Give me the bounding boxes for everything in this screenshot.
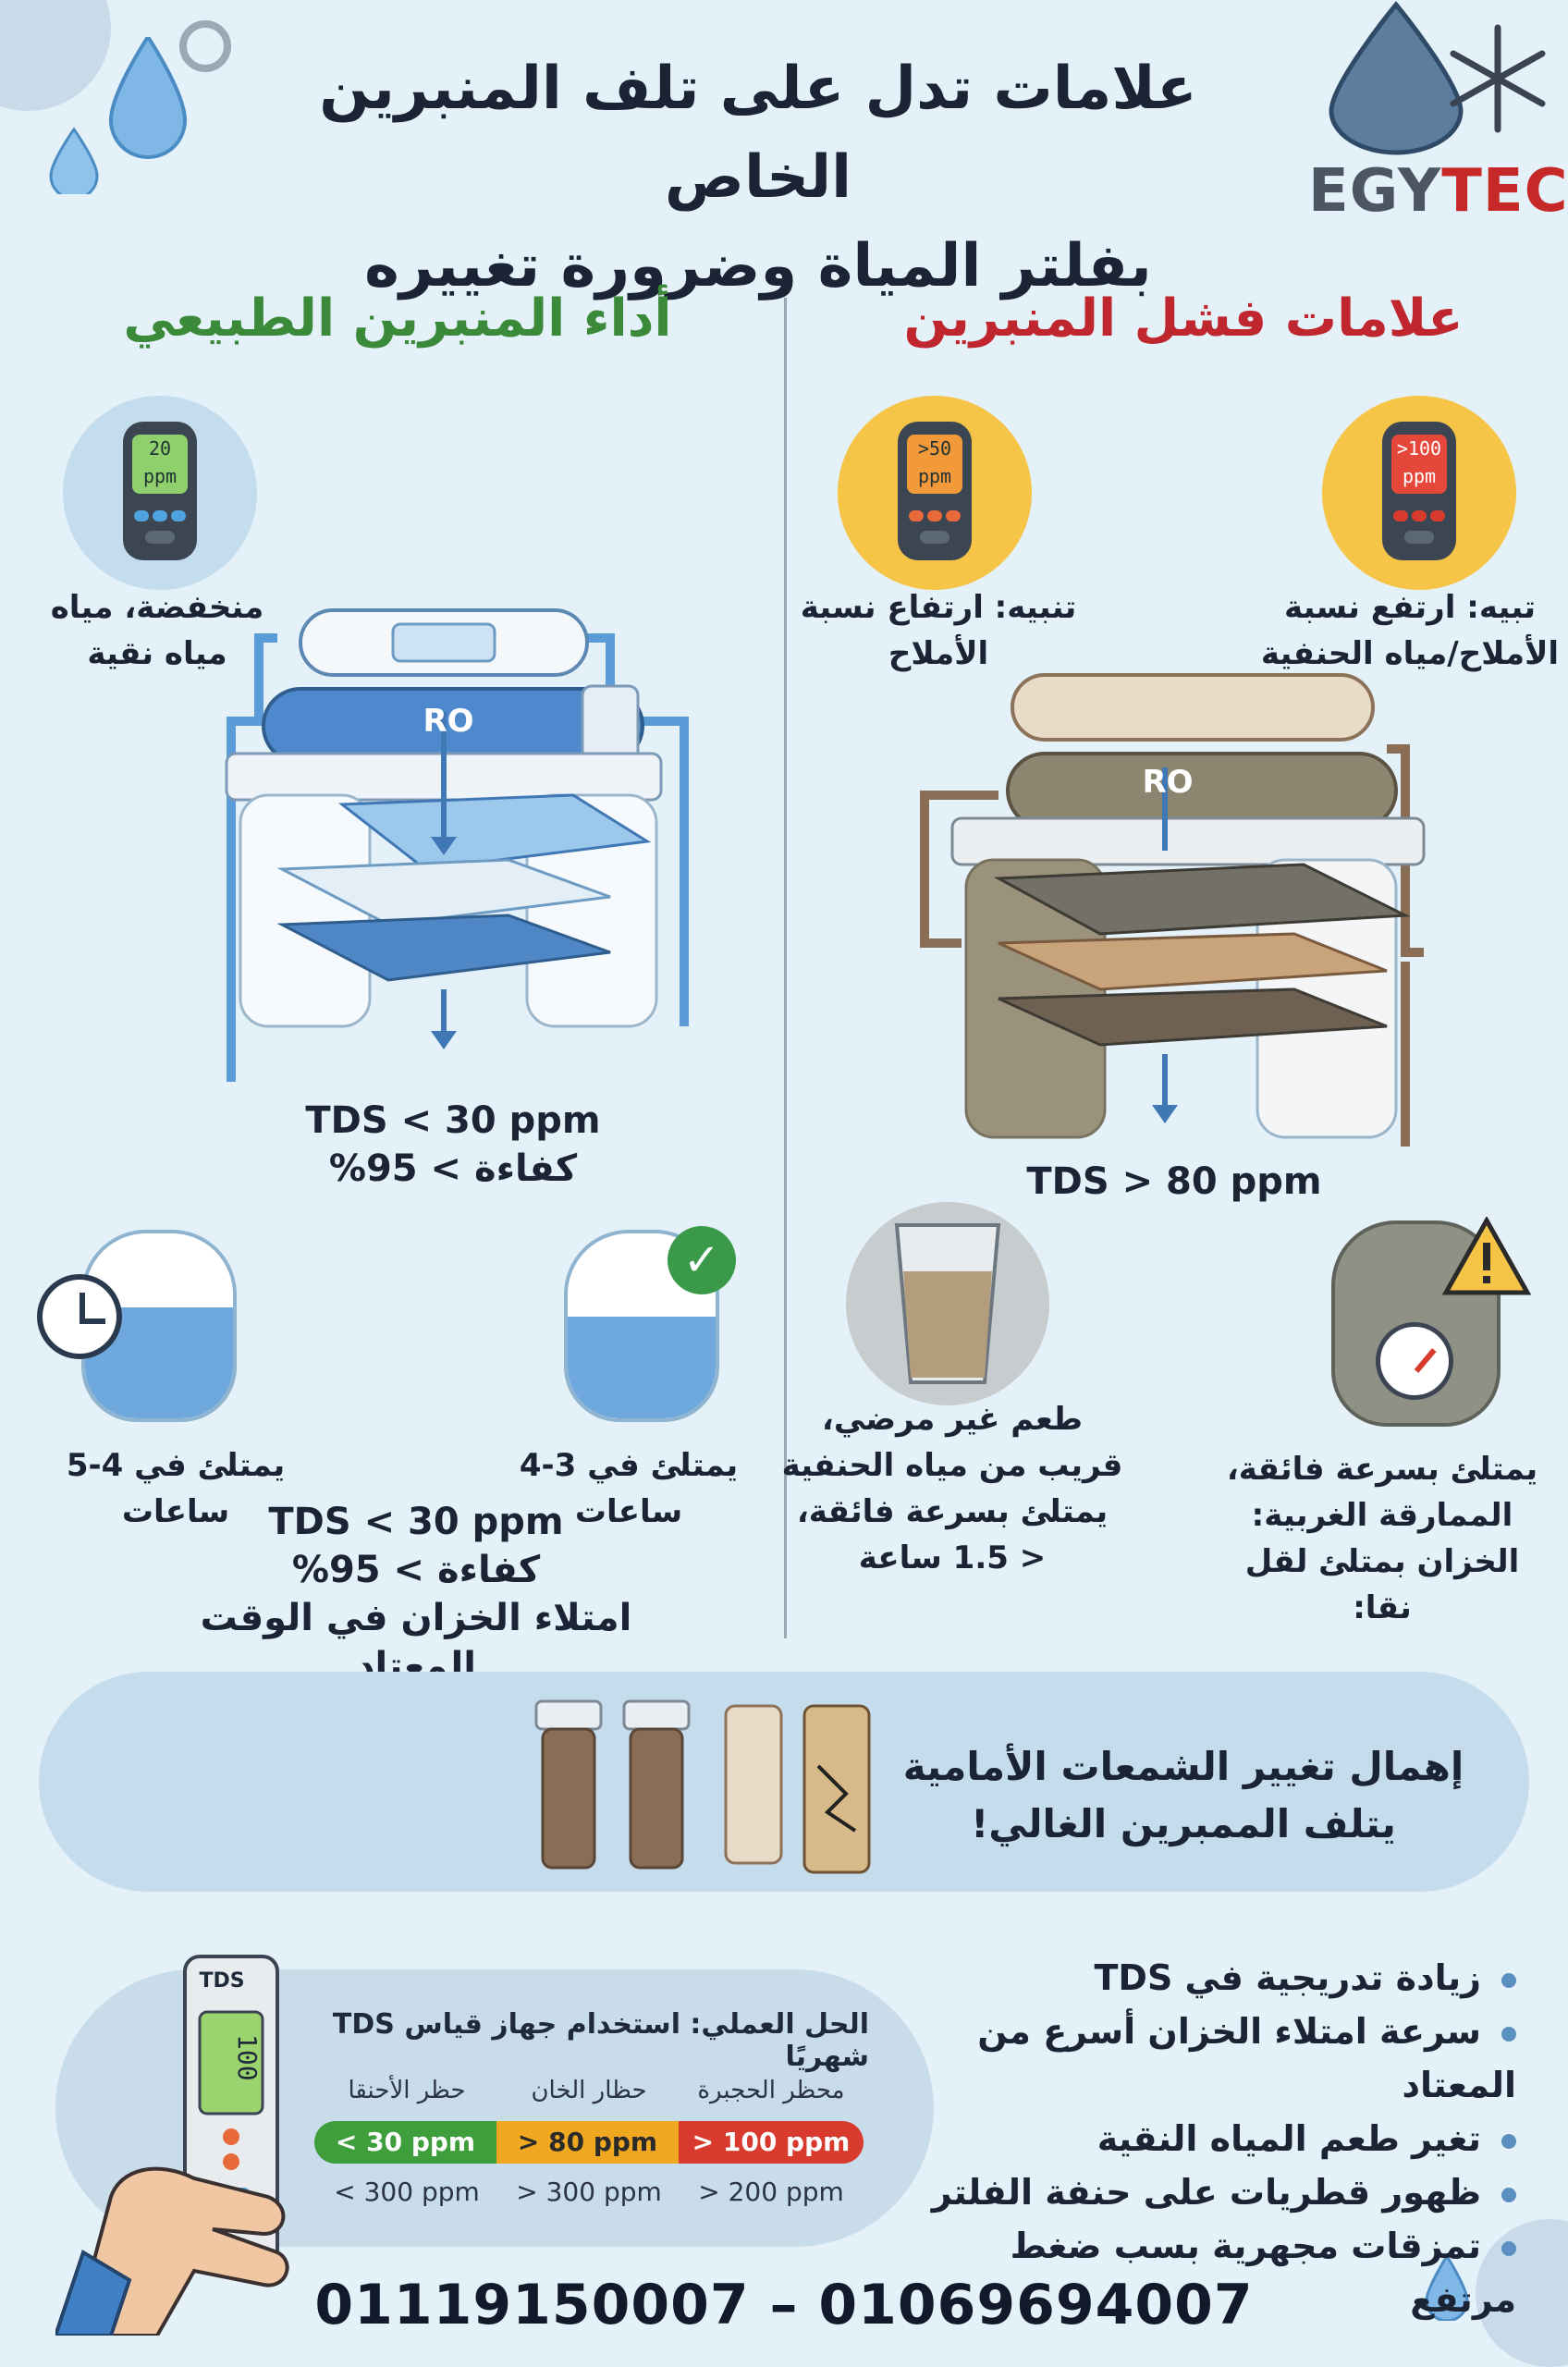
check-icon: ✓ bbox=[668, 1226, 736, 1294]
tds-meter-icon: 20 ppm bbox=[123, 422, 197, 560]
left-stats-tds: TDS < 30 ppm bbox=[305, 1099, 601, 1142]
damaged-tank-label-line1: يمتلئ بسرعة فائقة، bbox=[1226, 1451, 1538, 1488]
scale-below-2: > 300 ppm bbox=[516, 2177, 662, 2207]
glass-label-line3: يمتلئ بسرعة فائقة، bbox=[796, 1493, 1109, 1530]
symptom-3: تغير طعم المياه النقية bbox=[1096, 2118, 1481, 2159]
glass-of-water-icon bbox=[894, 1223, 1001, 1384]
banner-line1: إهمال تغيير الشمعات الأمامية bbox=[902, 1744, 1464, 1789]
right-meter-a-label: تبيه: ارتفع نسبة الأملاح/مياه الحنفية bbox=[1257, 584, 1562, 677]
right-meter-b-label-line2: الأملاح bbox=[888, 635, 989, 672]
pressure-gauge-icon bbox=[1376, 1322, 1453, 1400]
meter-b-value: >50 bbox=[917, 437, 952, 460]
warning-banner bbox=[39, 1672, 1529, 1892]
left-ro-label: RO bbox=[423, 703, 474, 740]
list-item: ظهور قطريات على حنفة الفلتر bbox=[925, 2165, 1516, 2219]
meter-a-unit: ppm bbox=[1402, 465, 1437, 487]
tds-device-value: 100 bbox=[232, 2034, 263, 2081]
scale-bar-medium: > 80 ppm bbox=[496, 2121, 679, 2164]
list-item: تغير طعم المياه النقية bbox=[925, 2112, 1516, 2165]
symptom-list: زيادة تدريجية في TDS سرعة امتلاء الخزان … bbox=[925, 1951, 1516, 2326]
meter-value: 20 bbox=[148, 437, 172, 460]
list-item: تمزقات مجهرية بسب ضغط مرتفع bbox=[925, 2219, 1516, 2326]
banner-text: إهمال تغيير الشمعات الأمامية يتلف الممبر… bbox=[888, 1738, 1479, 1853]
warning-icon bbox=[1442, 1217, 1531, 1295]
logo-text-egy: EGY bbox=[1308, 157, 1442, 226]
logo-text-tech: TECH bbox=[1441, 157, 1568, 226]
scale-heading-1: محظر الحجبرة bbox=[697, 2077, 845, 2104]
scale-bar-low: < 30 ppm bbox=[314, 2121, 496, 2164]
contact-phones[interactable]: 01119150007 – 01069694007 bbox=[314, 2273, 1254, 2337]
glass-label: طعم غير مرضي، قريب من مياه الحنفية يمتلئ… bbox=[777, 1396, 1128, 1581]
tds-meter-warning-icon: >50 ppm bbox=[898, 422, 972, 560]
left-meter-label-line1: منخفضة، مياه bbox=[50, 589, 264, 626]
glass-label-line1: طعم غير مرضي، bbox=[821, 1401, 1084, 1438]
ro-filter-system-clean bbox=[225, 608, 689, 1082]
list-item: سرعة امتلاء الخزان أسرع من المعتاد bbox=[925, 2005, 1516, 2112]
left-stats-efficiency: كفاءة > 95% bbox=[328, 1147, 578, 1190]
logo-text: EGYTECH bbox=[1308, 157, 1568, 226]
tds-device-label: TDS bbox=[199, 1969, 245, 1993]
left-meter-label-line2: مياه نقية bbox=[87, 635, 227, 672]
left-summary-efficiency: كفاءة > 95% bbox=[291, 1549, 541, 1591]
symptom-2: سرعة امتلاء الخزان أسرع من المعتاد bbox=[977, 2011, 1516, 2105]
right-ro-label: RO bbox=[1142, 764, 1194, 801]
right-meter-b-label-line1: تنبيه: ارتفاع نسبة bbox=[800, 589, 1077, 626]
scale-below-3: < 300 ppm bbox=[334, 2177, 480, 2207]
list-item: زيادة تدريجية في TDS bbox=[925, 1951, 1516, 2005]
banner-line2: يتلف الممبرين الغالي! bbox=[971, 1801, 1396, 1846]
clock-icon bbox=[37, 1274, 122, 1359]
title-line-1: علامات تدل على تلف المنبرين الخاص bbox=[319, 55, 1197, 212]
left-summary: TDS < 30 ppm كفاءة > 95% امتلاء الخزان ف… bbox=[139, 1498, 693, 1690]
scale-heading-3: حظر الأحنقا bbox=[348, 2077, 466, 2104]
tank-b-fill-time: يمتلئ في 3-4 ساعات bbox=[519, 1447, 739, 1530]
meter-unit: ppm bbox=[142, 465, 178, 487]
symptom-5: تمزقات مجهرية بسب ضغط مرتفع bbox=[1010, 2226, 1516, 2320]
damaged-tank-label: يمتلئ بسرعة فائقة، الممارقة الغربية: الخ… bbox=[1211, 1446, 1553, 1631]
gear-icon-small-top bbox=[179, 20, 231, 72]
glass-label-line4: < 1.5 ساعة bbox=[858, 1539, 1047, 1576]
left-meter-label: منخفضة، مياه مياه نقية bbox=[18, 584, 296, 677]
meter-b-unit: ppm bbox=[917, 465, 952, 487]
right-column-heading: علامات فشل المنبرين bbox=[903, 288, 1464, 349]
right-meter-b-label: تنبيه: ارتفاع نسبة الأملاح bbox=[795, 584, 1082, 677]
left-stats: TDS < 30 ppm كفاءة > 95% bbox=[277, 1097, 629, 1193]
scale-bar-high: > 100 ppm bbox=[679, 2121, 864, 2164]
column-divider bbox=[784, 298, 787, 1638]
right-stats: TDS > 80 ppm bbox=[1026, 1160, 1322, 1203]
hand-holding-tds-meter-icon bbox=[55, 1955, 289, 2336]
scale-below-1: > 200 ppm bbox=[698, 2177, 844, 2207]
title-line-2: بفلتر المياة وضرورة تغييره bbox=[364, 232, 1152, 300]
right-meter-a-label-line2: الأملاح/مياه الحنفية bbox=[1260, 635, 1560, 672]
symptom-4: ظهور قطريات على حنفة الفلتر bbox=[931, 2172, 1481, 2213]
damaged-tank-label-line2: الممارقة الغربية: bbox=[1251, 1497, 1513, 1534]
page-title: علامات تدل على تلف المنبرين الخاص بفلتر … bbox=[222, 44, 1294, 311]
symptom-1: زيادة تدريجية في TDS bbox=[1094, 1957, 1481, 1998]
left-summary-tds: TDS < 30 ppm bbox=[268, 1501, 564, 1543]
ro-filter-system-damaged bbox=[920, 673, 1426, 1147]
egytech-logo-icon bbox=[1329, 1, 1546, 155]
meter-a-value: >100 bbox=[1396, 437, 1442, 460]
scale-heading-2: حظار الخان bbox=[531, 2077, 647, 2104]
tank-a-fill-time: يمتلئ في 4-5 ساعات bbox=[66, 1447, 286, 1530]
right-meter-a-label-line1: تبيه: ارتفع نسبة bbox=[1284, 589, 1536, 626]
sediment-cartridges-icon bbox=[534, 1699, 871, 1874]
storage-tank-a bbox=[81, 1230, 237, 1422]
damaged-tank-label-line3: الخزان بمتلئ لقل نقا: bbox=[1244, 1543, 1520, 1626]
tds-meter-alert-icon: >100 ppm bbox=[1382, 422, 1456, 560]
tds-panel-title: الحل العملي: استخدام جهاز قياس TDS شهريً… bbox=[332, 2008, 869, 2073]
glass-label-line2: قريب من مياه الحنفية bbox=[781, 1447, 1123, 1484]
left-column-heading: أداء المنبرين الطبيعي bbox=[123, 288, 672, 349]
water-drop-icon-bottom bbox=[1425, 2256, 1469, 2321]
water-drops-icon bbox=[49, 37, 188, 194]
